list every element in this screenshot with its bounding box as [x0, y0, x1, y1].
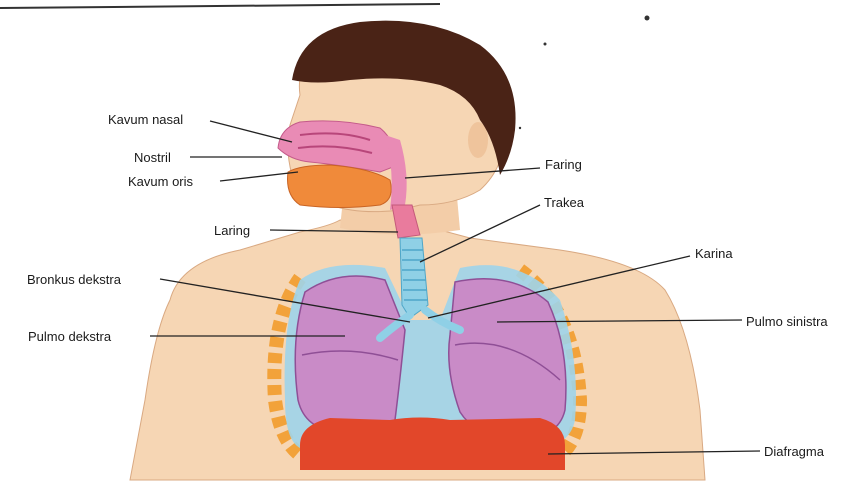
- speck: [645, 16, 650, 21]
- diaphragm: [300, 418, 565, 471]
- leader-kavum-nasal: [210, 121, 292, 142]
- label-laring: Laring: [214, 223, 250, 238]
- label-bronkus-dekstra: Bronkus dekstra: [27, 272, 121, 287]
- label-nostril: Nostril: [134, 150, 171, 165]
- label-karina: Karina: [695, 246, 733, 261]
- label-kavum-nasal: Kavum nasal: [108, 112, 183, 127]
- lung-right: [295, 276, 405, 433]
- label-trakea: Trakea: [544, 195, 584, 210]
- speck: [544, 43, 547, 46]
- label-pulmo-sinistra: Pulmo sinistra: [746, 314, 828, 329]
- label-kavum-oris: Kavum oris: [128, 174, 193, 189]
- speck: [519, 127, 521, 129]
- label-diafragma: Diafragma: [764, 444, 824, 459]
- label-pulmo-dekstra: Pulmo dekstra: [28, 329, 111, 344]
- top-rule: [0, 4, 440, 8]
- label-faring: Faring: [545, 157, 582, 172]
- leader-kavum-oris: [220, 172, 298, 181]
- lung-left: [449, 279, 566, 438]
